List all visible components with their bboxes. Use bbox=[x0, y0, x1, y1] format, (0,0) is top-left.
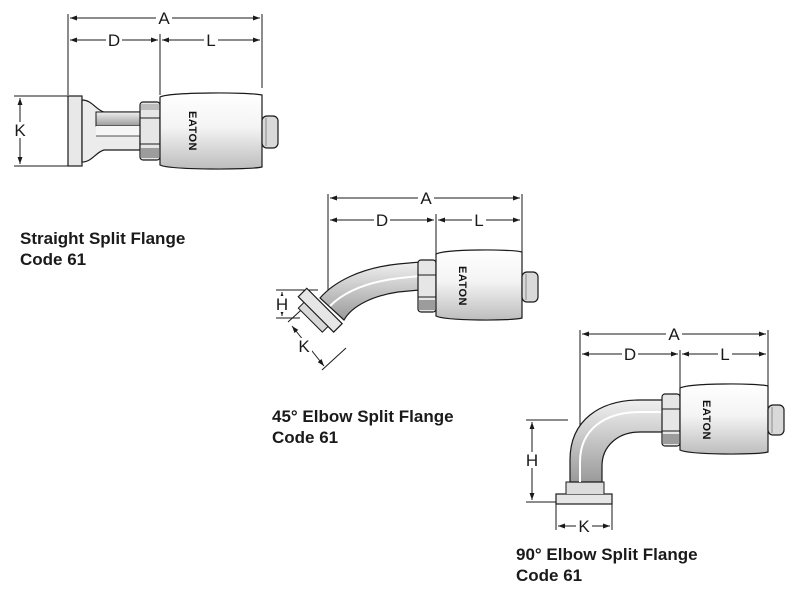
dimension-h-label: H bbox=[276, 295, 288, 314]
elbow-45-flange-caption: 45° Elbow Split Flange Code 61 bbox=[272, 406, 454, 448]
dimension-k-label: K bbox=[298, 337, 310, 356]
dimension-d-label: D bbox=[376, 211, 388, 230]
hose-end bbox=[261, 115, 279, 149]
straight-flange-fitting: A D L K EATON bbox=[12, 8, 279, 170]
caption-title: 90° Elbow Split Flange bbox=[516, 545, 698, 564]
hose-end bbox=[767, 404, 785, 436]
caption-title: Straight Split Flange bbox=[20, 229, 186, 248]
dimension-k-label: K bbox=[578, 517, 590, 536]
dimension-l-label: L bbox=[206, 31, 215, 50]
elbow-45-flange-fitting: A D L H K EATON bbox=[274, 188, 539, 371]
tube bbox=[95, 111, 143, 127]
caption-code: Code 61 bbox=[516, 566, 583, 585]
brand-mark: EATON bbox=[456, 266, 468, 306]
straight-flange-caption: Straight Split Flange Code 61 bbox=[20, 228, 185, 270]
dimension-l-label: L bbox=[720, 345, 729, 364]
tube bbox=[319, 261, 421, 321]
socket-body bbox=[435, 249, 523, 321]
elbow-90-flange-caption: 90° Elbow Split Flange Code 61 bbox=[516, 544, 698, 586]
dimension-d-label: D bbox=[108, 31, 120, 50]
dimension-k-label: K bbox=[14, 121, 26, 140]
dimension-a-label: A bbox=[158, 9, 170, 28]
dimension-l-label: L bbox=[474, 211, 483, 230]
brand-mark: EATON bbox=[186, 111, 198, 151]
caption-code: Code 61 bbox=[272, 428, 339, 447]
tube bbox=[569, 399, 665, 483]
socket-body bbox=[679, 383, 769, 455]
elbow-90-flange-fitting: A D L H K EATON bbox=[524, 324, 785, 536]
caption-title: 45° Elbow Split Flange bbox=[272, 407, 454, 426]
socket-body bbox=[159, 92, 263, 170]
brand-mark: EATON bbox=[700, 400, 712, 440]
hose-end bbox=[521, 271, 539, 303]
caption-code: Code 61 bbox=[20, 250, 87, 269]
flange-plate bbox=[67, 95, 83, 167]
flange-plate bbox=[555, 493, 613, 505]
dimension-a-label: A bbox=[668, 325, 680, 344]
dimension-h-label: H bbox=[526, 451, 538, 470]
dimension-a-label: A bbox=[420, 189, 432, 208]
dimension-d-label: D bbox=[624, 345, 636, 364]
